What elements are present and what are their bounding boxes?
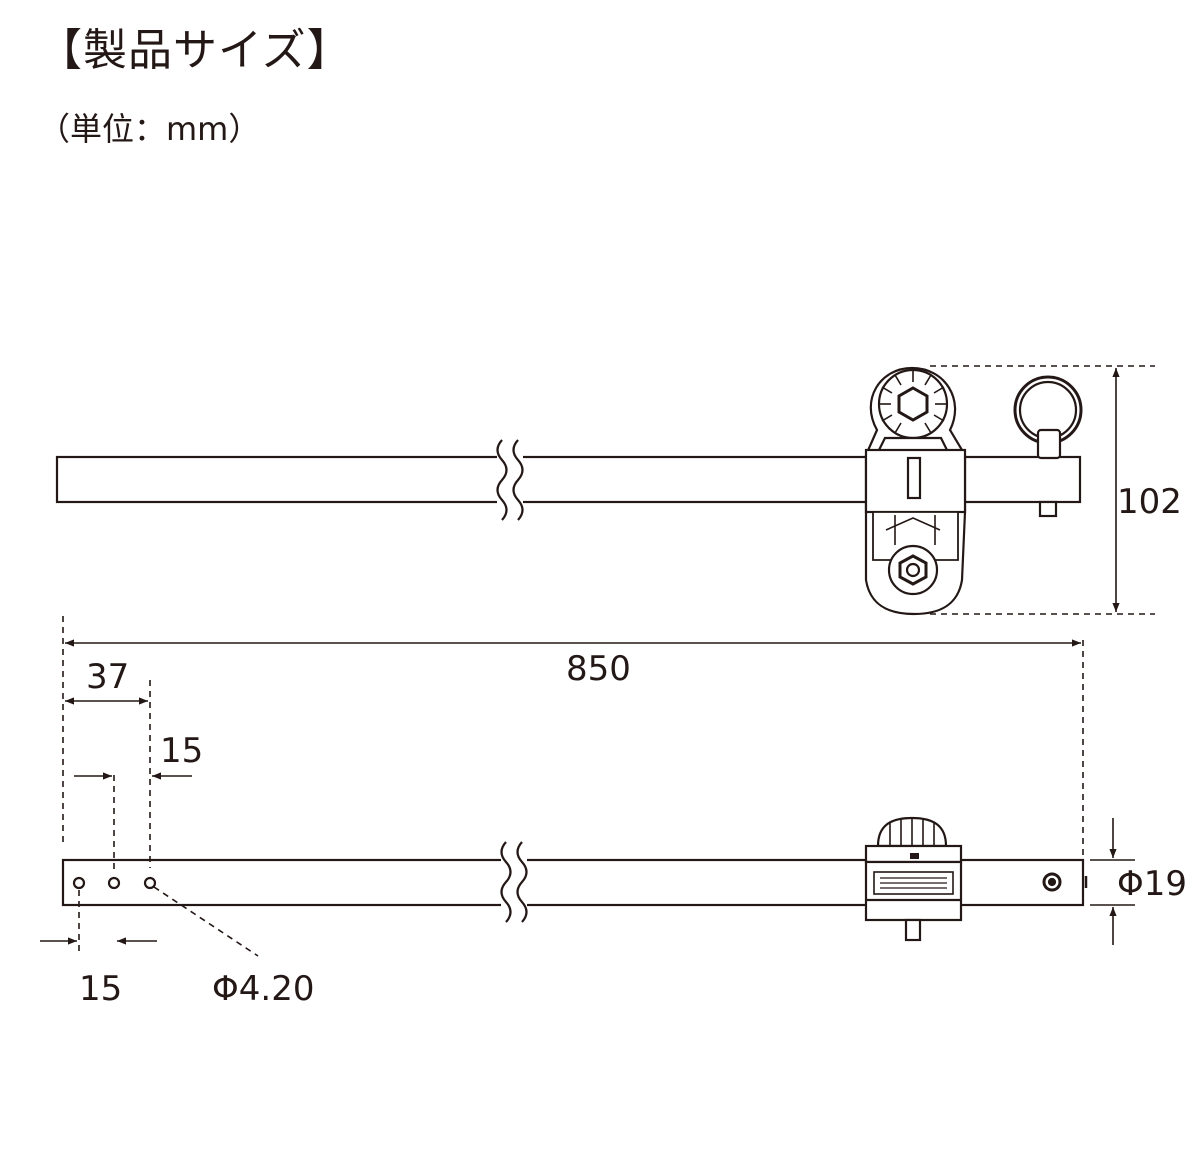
pitch-dimension-bottom [40,890,157,955]
end-hole [1042,872,1062,892]
hole-diameter-label: Φ4.20 [212,969,314,1009]
unit-note: （単位：mm） [38,110,261,148]
length-dimension [62,616,1084,858]
knob-ribs [879,370,947,434]
height-label: 102 [1117,482,1182,522]
offset-label: 37 [86,657,129,697]
clamp-assembly-side [864,816,963,942]
hole-diameter-leader [153,886,259,957]
pull-ring [1013,375,1083,460]
height-dimension [930,365,1155,615]
page-title: 【製品サイズ】 [38,25,352,76]
bar-diameter-dimension [1090,818,1135,945]
bar-diameter-label: Φ19 [1117,864,1187,904]
clamp-assembly-top [864,366,967,616]
pitch-label-top: 15 [160,731,203,771]
mount-hole-2 [107,876,121,890]
pitch-label-bottom: 15 [79,969,122,1009]
offset-dimension [65,680,151,868]
length-label: 850 [566,649,631,689]
pitch-dimension-top [74,772,192,870]
side-view [61,816,1088,942]
top-view [55,366,1083,616]
mount-hole-3 [143,876,157,890]
mount-hole-1 [72,876,86,890]
